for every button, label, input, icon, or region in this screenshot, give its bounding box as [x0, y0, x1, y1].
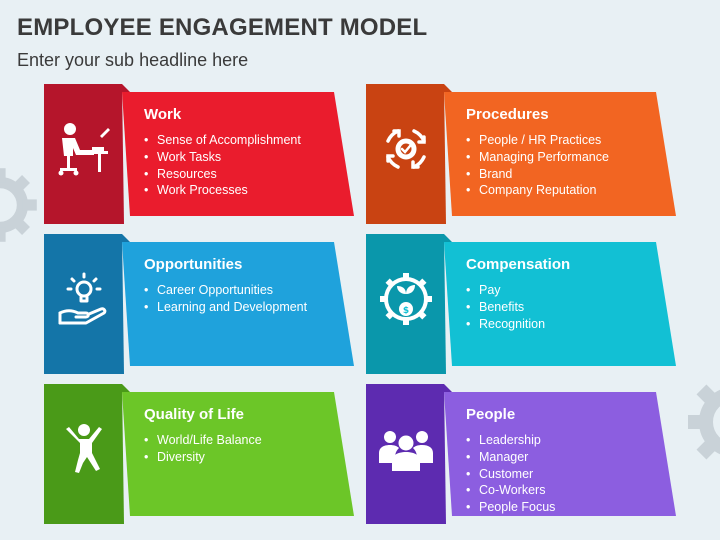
card-list: Sense of AccomplishmentWork TasksResourc…: [144, 132, 344, 199]
list-item: Work Processes: [144, 182, 344, 199]
page-title: EMPLOYEE ENGAGEMENT MODEL: [17, 14, 428, 41]
process-cycle-gear-icon: [376, 119, 436, 179]
list-item: People Focus: [466, 499, 666, 516]
money-plant-gear-icon: $: [376, 269, 436, 329]
card-list: World/Life BalanceDiversity: [144, 432, 344, 466]
list-item: Sense of Accomplishment: [144, 132, 344, 149]
list-item: World/Life Balance: [144, 432, 344, 449]
card-heading: Work: [144, 106, 182, 123]
list-item: Career Opportunities: [144, 282, 344, 299]
list-item: Pay: [466, 282, 666, 299]
list-item: Company Reputation: [466, 182, 666, 199]
list-item: People / HR Practices: [466, 132, 666, 149]
card-quality-of-life: Quality of Life World/Life BalanceDivers…: [44, 384, 354, 524]
list-item: Customer: [466, 466, 666, 483]
background-gear-icon-left: [0, 168, 37, 242]
list-item: Benefits: [466, 299, 666, 316]
card-compensation: $ Compensation PayBenefitsRecognition: [366, 234, 676, 374]
happy-person-icon: [54, 419, 114, 479]
person-at-desk-icon: [54, 119, 114, 179]
list-item: Learning and Development: [144, 299, 344, 316]
card-list: PayBenefitsRecognition: [466, 282, 666, 332]
card-list: Career OpportunitiesLearning and Develop…: [144, 282, 344, 316]
hand-lightbulb-icon: [54, 269, 114, 329]
card-list: LeadershipManagerCustomerCo-WorkersPeopl…: [466, 432, 666, 516]
card-heading: Compensation: [466, 256, 571, 273]
list-item: Co-Workers: [466, 482, 666, 499]
card-heading: Opportunities: [144, 256, 243, 273]
list-item: Manager: [466, 449, 666, 466]
list-item: Leadership: [466, 432, 666, 449]
card-list: People / HR PracticesManaging Performanc…: [466, 132, 666, 199]
list-item: Recognition: [466, 316, 666, 333]
list-item: Managing Performance: [466, 149, 666, 166]
list-item: Resources: [144, 166, 344, 183]
people-group-icon: [376, 419, 436, 479]
card-opportunities: Opportunities Career OpportunitiesLearni…: [44, 234, 354, 374]
background-gear-icon-right: [688, 384, 720, 460]
card-work: Work Sense of AccomplishmentWork TasksRe…: [44, 84, 354, 224]
page-subtitle: Enter your sub headline here: [17, 50, 249, 70]
card-people: People LeadershipManagerCustomerCo-Worke…: [366, 384, 676, 524]
svg-text:$: $: [403, 306, 409, 316]
card-procedures: Procedures People / HR PracticesManaging…: [366, 84, 676, 224]
card-heading: Procedures: [466, 106, 549, 123]
list-item: Work Tasks: [144, 149, 344, 166]
card-heading: Quality of Life: [144, 406, 245, 423]
list-item: Diversity: [144, 449, 344, 466]
list-item: Brand: [466, 166, 666, 183]
card-heading: People: [466, 406, 516, 423]
